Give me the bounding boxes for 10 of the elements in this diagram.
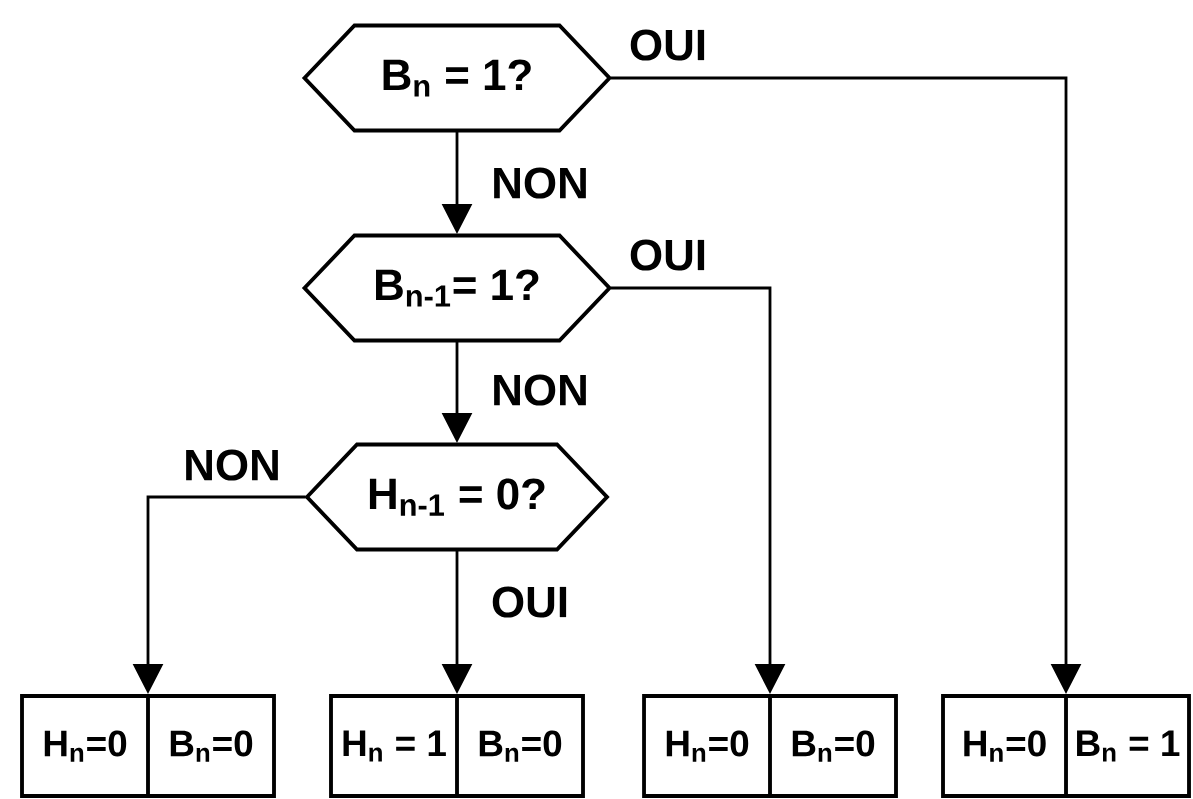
result-box: H$_{n}$=0 B$_{n}$=0 <box>642 694 898 798</box>
edge-label: OUI <box>627 27 709 63</box>
edge-label: NON <box>489 372 591 408</box>
result-box: H$_{n}$ = 1 B$_{n}$=0 <box>329 694 585 798</box>
edge-label: OUI <box>627 237 709 273</box>
result-box: H$_{n}$=0 B$_{n}$=0 <box>20 694 276 798</box>
result-box: H$_{n}$=0 B$_{n}$ = 1 <box>941 694 1191 798</box>
edge-label: OUI <box>489 584 571 620</box>
edge-label: NON <box>489 165 591 201</box>
edge-label: NON <box>181 447 283 483</box>
